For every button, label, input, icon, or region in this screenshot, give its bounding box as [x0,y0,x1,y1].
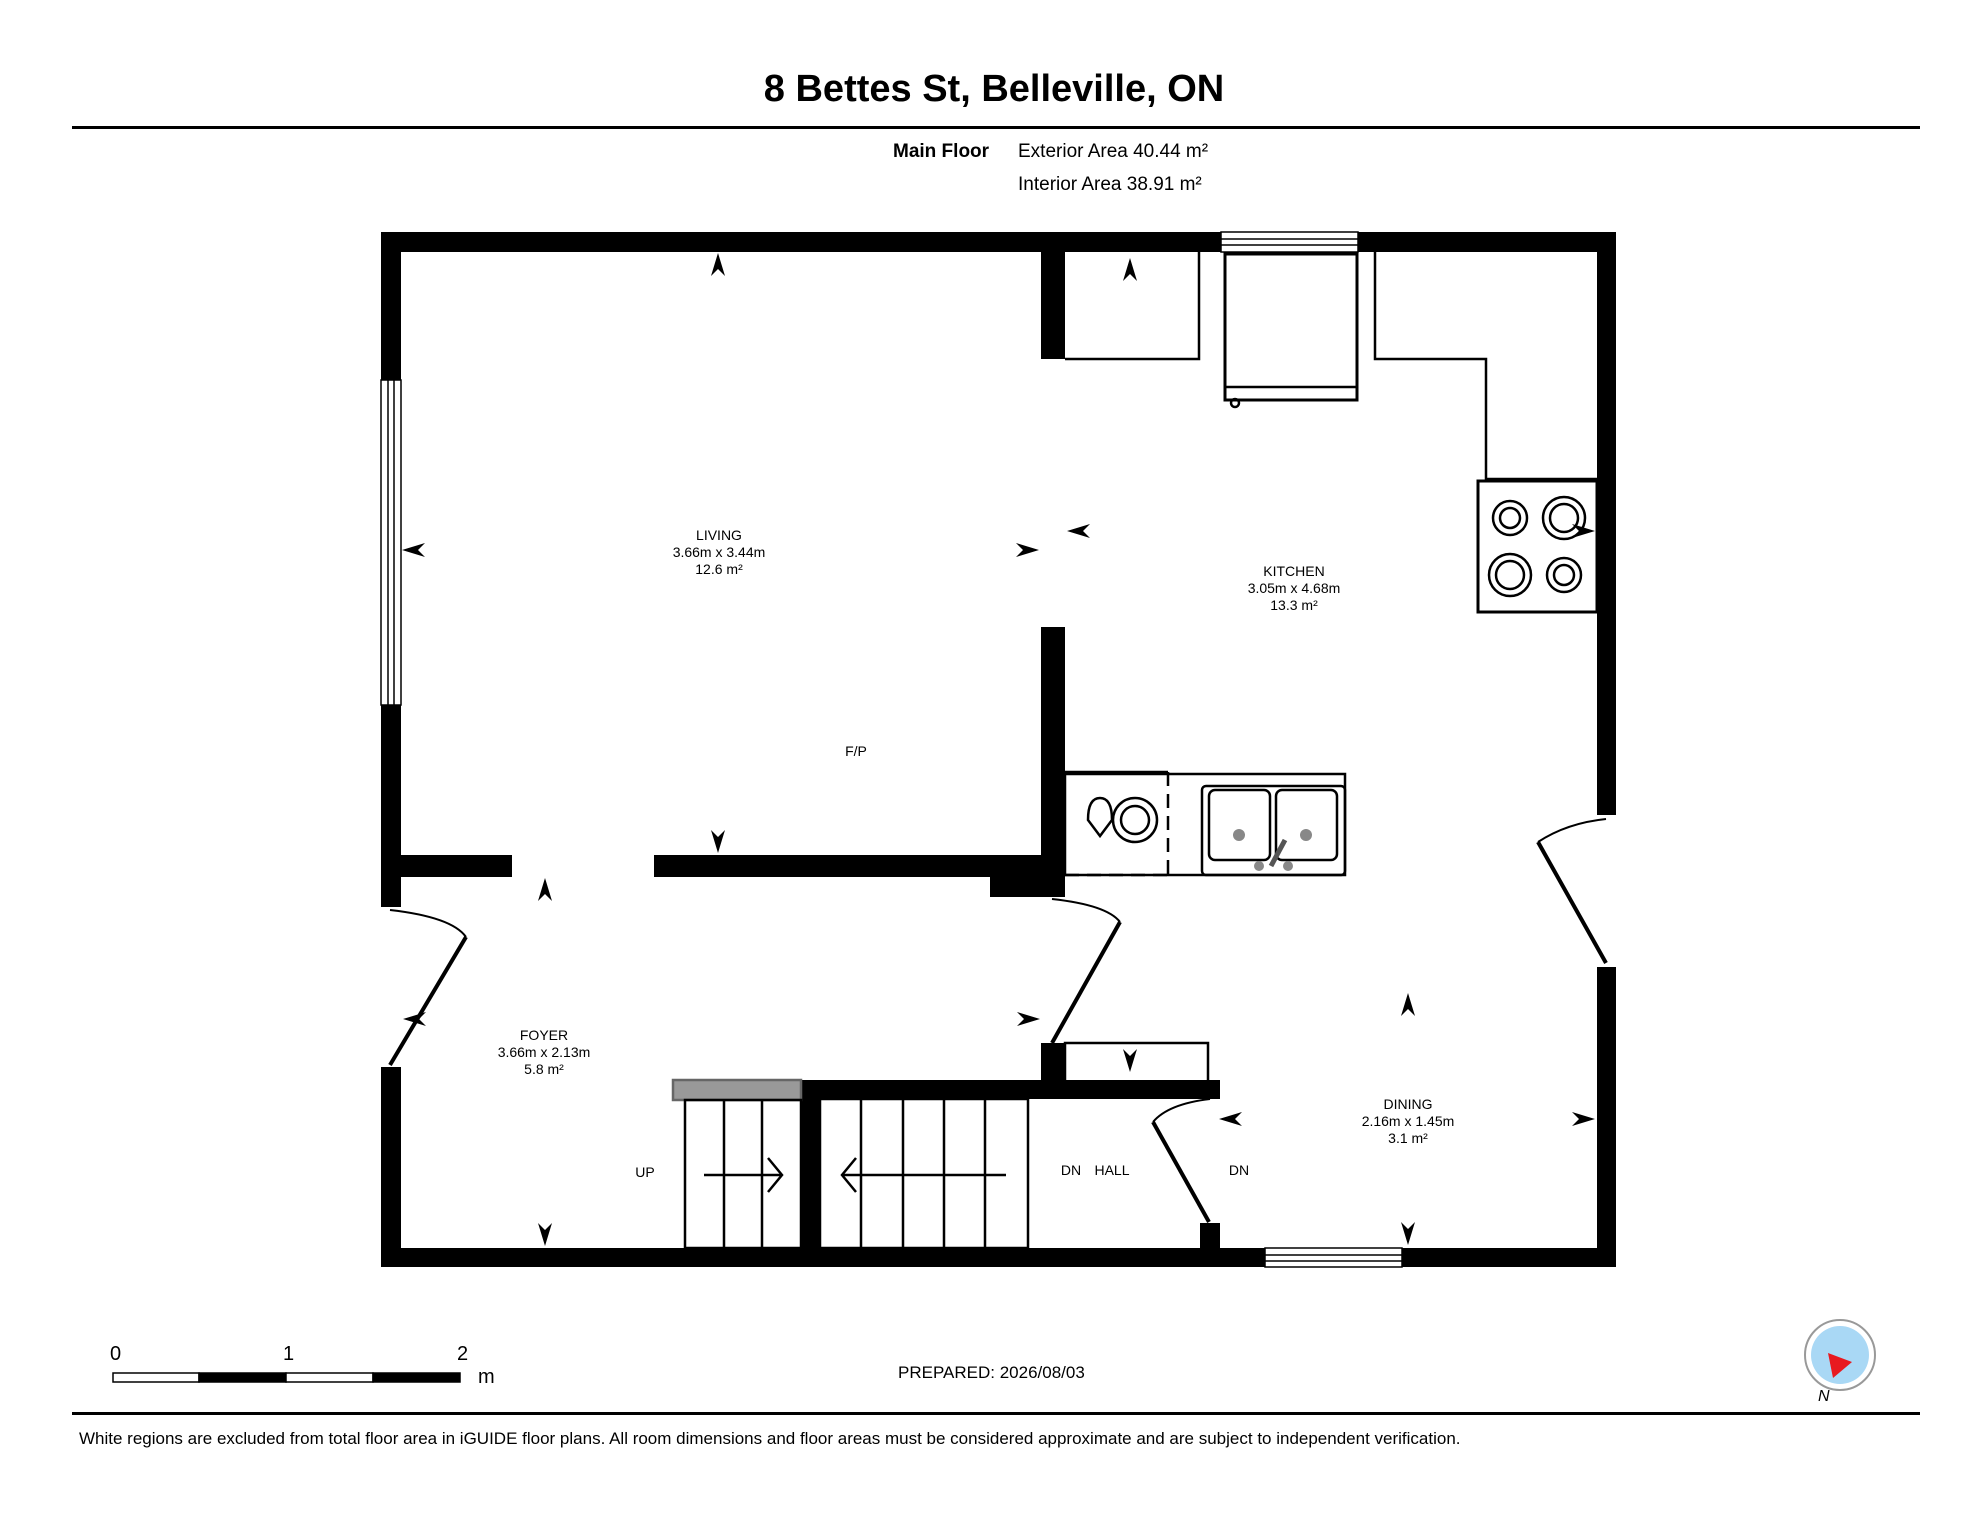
wall-stair-divider [801,1080,820,1248]
room-label-kitchen: KITCHEN 3.05m x 4.68m 13.3 m² [1248,563,1341,613]
cabinet-upper-left [1065,252,1201,361]
stairs-down-label: DN [1229,1162,1249,1178]
room-dimensions: 2.16m x 1.45m [1362,1113,1455,1129]
wall-left-lower [381,1067,401,1267]
room-dimensions: 3.05m x 4.68m [1248,580,1341,596]
foyer-door [1050,898,1122,1044]
room-dimensions: 3.66m x 2.13m [498,1044,591,1060]
view-markers [402,253,1595,1246]
fridge-handle [1229,397,1241,409]
scale-tick-1: 1 [283,1343,295,1365]
refrigerator [1223,252,1359,402]
cabinet-upper-right [1373,252,1597,481]
prepared-date: PREPARED: 2026/08/03 [898,1363,1085,1382]
wall-living-left [401,855,512,877]
view-marker [1123,258,1137,281]
wall-top-left [381,232,1221,252]
window-top [1220,231,1359,253]
wall-living-corner [990,855,1062,897]
staircase-down [818,1097,1030,1250]
room-name: KITCHEN [1263,563,1324,579]
exterior-walls [381,232,1616,1267]
compass-dial [1811,1326,1869,1384]
view-marker [1017,1012,1040,1026]
room-area: 12.6 m² [695,561,743,577]
room-area: 5.8 m² [524,1061,564,1077]
interior-area: Interior Area 38.91 m² [1018,174,1202,195]
hall-door [1151,1098,1211,1223]
doors [388,818,1608,1223]
compass-needle [1828,1353,1852,1378]
view-marker [402,543,425,557]
room-label-foyer: FOYER 3.66m x 2.13m 5.8 m² [498,1027,591,1077]
staircase-up [671,1078,803,1250]
kitchen-exterior-door [1536,818,1608,964]
view-marker [1401,1222,1415,1245]
wall-bottom-right [1402,1248,1616,1267]
scale-unit: m [478,1366,495,1388]
fireplace-label: F/P [845,743,867,759]
wall-top-right [1358,232,1616,252]
compass-label: N [1818,1388,1830,1405]
wall-right-upper [1597,232,1616,815]
room-name: LIVING [696,527,742,543]
room-name: FOYER [520,1027,568,1043]
view-marker [711,253,725,276]
stove [1476,479,1599,614]
view-marker [1123,1049,1137,1072]
stairs-up-label: UP [635,1164,654,1180]
title-divider [72,126,1920,129]
wall-bottom-left [381,1248,1265,1267]
footer-divider [72,1412,1920,1415]
sink-faucet [1268,838,1288,868]
faucet-icon [1086,796,1114,839]
wall-left-upper [381,232,401,380]
footer-disclaimer: White regions are excluded from total fl… [79,1429,1461,1448]
wall-left-middle [381,705,401,907]
view-marker [711,830,725,853]
interior-walls [401,252,1220,1248]
exterior-area: Exterior Area 40.44 m² [1018,141,1209,162]
windows [380,231,1403,1268]
room-label-living: LIVING 3.66m x 3.44m 12.6 m² [673,527,766,577]
page-title: 8 Bettes St, Belleville, ON [763,68,1225,110]
wall-dining-stub [1200,1223,1220,1248]
floor-name: Main Floor [893,141,990,162]
view-marker [1572,524,1595,538]
kitchen-sink-area [1063,770,1347,877]
view-marker [1067,524,1090,538]
room-area: 3.1 m² [1388,1130,1428,1146]
scale-bar [112,1372,461,1383]
view-marker [403,1012,426,1026]
room-area: 13.3 m² [1270,597,1318,613]
window-bottom [1264,1247,1403,1268]
room-dimensions: 3.66m x 3.44m [673,544,766,560]
view-marker [1016,543,1039,557]
double-sink [1200,784,1347,877]
wall-kitchen-upper [1041,252,1065,359]
view-marker [538,1223,552,1246]
scale-tick-2: 2 [457,1343,469,1365]
front-door [388,909,468,1067]
room-name: DINING [1384,1096,1433,1112]
wall-kitchen-middle [1041,627,1065,897]
wall-right-lower [1597,967,1616,1267]
kitchen-cabinets [1065,252,1599,614]
view-marker [538,878,552,901]
wall-hall-stub [1041,1043,1065,1086]
hall-closet [1063,1041,1210,1080]
wall-stair-top [801,1080,1220,1099]
window-left [380,379,402,706]
view-marker [1219,1112,1242,1126]
view-marker [1401,993,1415,1016]
sink-drains [1233,829,1312,871]
scale-tick-0: 0 [110,1343,122,1365]
wall-living-right [654,855,1057,877]
hall-label: HALL [1094,1162,1129,1178]
compass-icon [1804,1319,1876,1391]
view-marker [1572,1112,1595,1126]
stairs-down-label: DN [1061,1162,1081,1178]
room-label-dining: DINING 2.16m x 1.45m 3.1 m² [1362,1096,1455,1146]
